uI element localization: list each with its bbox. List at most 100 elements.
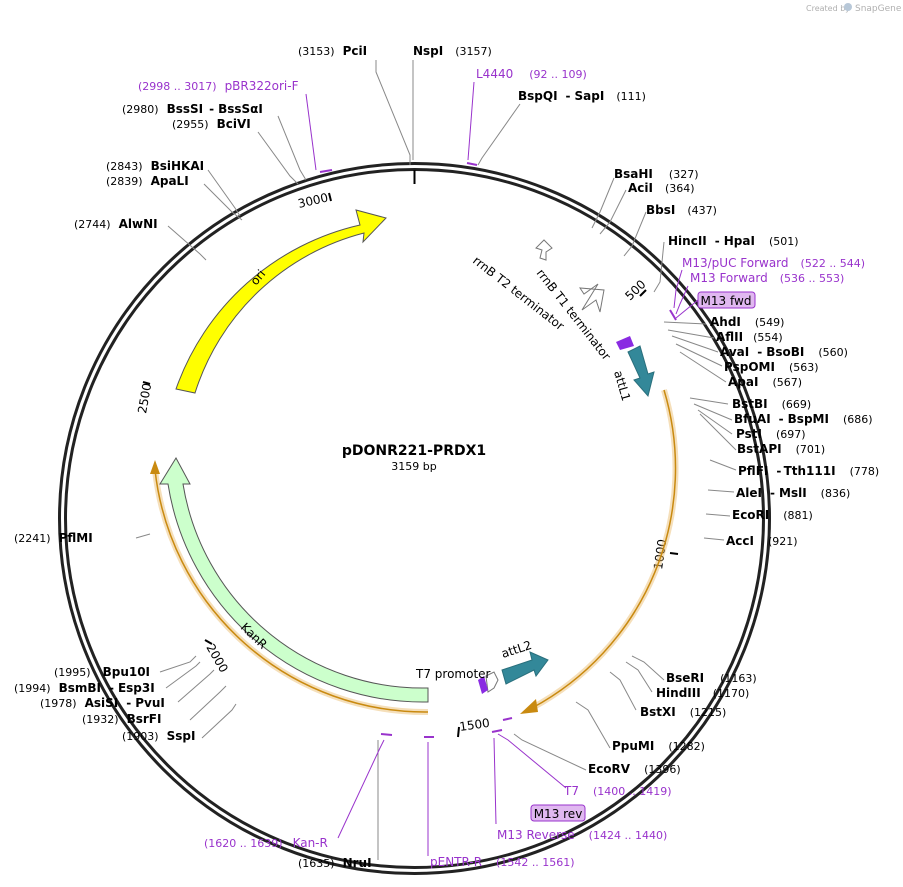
- svg-text:AciI(364): AciI(364): [628, 181, 695, 195]
- enzyme-label-hindiii[interactable]: HindIII(1170): [656, 686, 749, 700]
- svg-text:pENTR-R(1542 .. 1561): pENTR-R(1542 .. 1561): [430, 855, 575, 869]
- enzyme-label-psti[interactable]: PstI(697): [736, 427, 806, 441]
- primer-label-pbr322[interactable]: (2998 .. 3017)pBR322ori-F: [138, 79, 299, 93]
- svg-text:attL1: attL1: [611, 369, 633, 403]
- enzyme-label-bsssi[interactable]: (2980)BssSI-BssSαI: [122, 102, 263, 116]
- enzyme-label-apali[interactable]: (2839)ApaLI: [106, 174, 189, 188]
- tag-m13-rev[interactable]: M13 rev: [530, 804, 586, 822]
- enzyme-label-bstxi[interactable]: BstXI(1215): [640, 705, 726, 719]
- enzyme-label-bspqi[interactable]: BspQI-SapI(111): [518, 89, 646, 103]
- plasmid-name: pDONR221-PRDX1: [342, 443, 486, 459]
- enzyme-label-hincii[interactable]: HincII-HpaI(501): [668, 234, 799, 248]
- attl1-feature[interactable]: attL1: [611, 345, 655, 403]
- svg-text:BseRI(1163): BseRI(1163): [666, 671, 757, 685]
- primer-label-pentr[interactable]: pENTR-R(1542 .. 1561): [430, 855, 575, 869]
- svg-text:M13 rev: M13 rev: [534, 807, 583, 821]
- enzyme-label-avai[interactable]: AvaI-BsoBI(560): [720, 345, 848, 359]
- enzyme-label-pflmi[interactable]: (2241)PflMI: [14, 531, 93, 545]
- svg-text:M13 Forward(536 .. 553): M13 Forward(536 .. 553): [690, 271, 844, 285]
- svg-text:EcoRV(1396): EcoRV(1396): [588, 762, 681, 776]
- enzyme-label-aflii[interactable]: AflII(554): [716, 330, 783, 344]
- primer-label-m13fwd[interactable]: M13 Forward(536 .. 553): [690, 271, 844, 285]
- primer-label-l4440[interactable]: L4440(92 .. 109): [476, 67, 587, 81]
- svg-text:2000: 2000: [203, 642, 230, 675]
- enzyme-label-ecori[interactable]: EcoRI(881): [732, 508, 813, 522]
- enzyme-label-nspi[interactable]: NspI(3157): [413, 44, 492, 58]
- enzyme-label-bstbi[interactable]: BstBI(669): [732, 397, 811, 411]
- enzyme-label-bsihkai[interactable]: (2843)BsiHKAI: [106, 159, 204, 173]
- svg-text:AhdI(549): AhdI(549): [710, 315, 784, 329]
- kanr-feature[interactable]: KanR: [159, 456, 429, 703]
- enzyme-label-ahdi[interactable]: AhdI(549): [710, 315, 784, 329]
- svg-text:attL2: attL2: [500, 638, 534, 661]
- svg-text:EcoRI(881): EcoRI(881): [732, 508, 813, 522]
- enzyme-label-acci[interactable]: AccI(921): [726, 534, 798, 548]
- t7-promoter-feature[interactable]: T7 promoter: [415, 667, 499, 694]
- enzyme-label-asisi[interactable]: (1978)AsiSI-PvuI: [40, 696, 165, 710]
- svg-text:PspOMI(563): PspOMI(563): [724, 360, 819, 374]
- enzyme-label-alwni[interactable]: (2744)AlwNI: [74, 217, 158, 231]
- svg-text:(1620 .. 1639)Kan-R: (1620 .. 1639)Kan-R: [204, 836, 328, 850]
- orf-arc-left: [150, 460, 429, 716]
- enzyme-label-bsmbi[interactable]: (1994)BsmBI-Esp3I: [14, 681, 155, 695]
- svg-text:T7(1400 .. 1419): T7(1400 .. 1419): [563, 784, 672, 798]
- svg-text:(1995)Bpu10I: (1995)Bpu10I: [54, 665, 150, 679]
- svg-text:(3153)PciI: (3153)PciI: [298, 44, 367, 58]
- svg-text:NspI(3157): NspI(3157): [413, 44, 492, 58]
- enzyme-label-apai[interactable]: ApaI(567): [728, 375, 802, 389]
- enzyme-label-ecorv[interactable]: EcoRV(1396): [588, 762, 681, 776]
- enzyme-label-bbsi[interactable]: BbsI(437): [646, 203, 717, 217]
- svg-text:(1932)BsrFI: (1932)BsrFI: [82, 712, 161, 726]
- svg-text:2500: 2500: [135, 382, 154, 415]
- svg-text:(2744)AlwNI: (2744)AlwNI: [74, 217, 158, 231]
- enzyme-label-bseri[interactable]: BseRI(1163): [666, 671, 757, 685]
- enzyme-label-pflfi[interactable]: PflFI-Tth111I(778): [738, 464, 879, 478]
- svg-text:T7 promoter: T7 promoter: [415, 667, 491, 681]
- enzyme-label-nrui[interactable]: (1635)NruI: [298, 856, 372, 870]
- attl2-feature[interactable]: attL2: [500, 638, 549, 685]
- tag-m13-fwd[interactable]: M13 fwd: [697, 291, 756, 309]
- svg-text:BstAPI(701): BstAPI(701): [737, 442, 825, 456]
- svg-text:(1994)BsmBI-Esp3I: (1994)BsmBI-Esp3I: [14, 681, 155, 695]
- svg-text:(2980)BssSI-BssSαI: (2980)BssSI-BssSαI: [122, 102, 263, 116]
- enzyme-label-ppumi[interactable]: PpuMI(1282): [612, 739, 705, 753]
- enzyme-label-acii[interactable]: AciI(364): [628, 181, 695, 195]
- snapgene-logo: SnapGene: [844, 3, 902, 14]
- svg-text:(2955)BciVI: (2955)BciVI: [172, 117, 251, 131]
- svg-text:BspQI-SapI(111): BspQI-SapI(111): [518, 89, 646, 103]
- svg-text:BstBI(669): BstBI(669): [732, 397, 811, 411]
- enzyme-label-bfuai[interactable]: BfuAI-BspMI(686): [734, 412, 873, 426]
- enzyme-label-bstapi[interactable]: BstAPI(701): [737, 442, 825, 456]
- svg-text:ApaI(567): ApaI(567): [728, 375, 802, 389]
- enzyme-label-alei[interactable]: AleI-MslI(836): [736, 486, 850, 500]
- svg-text:BsaHI(327): BsaHI(327): [614, 167, 699, 181]
- primer-label-kanr[interactable]: (1620 .. 1639)Kan-R: [204, 836, 328, 850]
- svg-text:AleI-MslI(836): AleI-MslI(836): [736, 486, 850, 500]
- svg-text:(1978)AsiSI-PvuI: (1978)AsiSI-PvuI: [40, 696, 165, 710]
- tag-m13-fwd-connector: [675, 299, 699, 319]
- enzyme-leader-lines: [135, 60, 737, 860]
- enzyme-label-bsahi[interactable]: BsaHI(327): [614, 167, 699, 181]
- svg-text:500: 500: [622, 277, 648, 303]
- enzyme-label-sspi[interactable]: (1903)SspI: [122, 729, 195, 743]
- ruler-tick-3000: 3000: [297, 190, 332, 211]
- enzyme-label-bsrfi[interactable]: (1932)BsrFI: [82, 712, 161, 726]
- enzyme-label-pcii[interactable]: (3153)PciI: [298, 44, 367, 58]
- enzyme-label-bcivi[interactable]: (2955)BciVI: [172, 117, 251, 131]
- orf-arc-right: [520, 389, 679, 714]
- svg-text:(1635)NruI: (1635)NruI: [298, 856, 372, 870]
- primer-leader-lines: [305, 81, 689, 856]
- ori-feature[interactable]: ori: [175, 209, 387, 394]
- primer-label-m13rev[interactable]: M13 Reverse(1424 .. 1440): [497, 828, 667, 842]
- primer-label-t7[interactable]: T7(1400 .. 1419): [563, 784, 672, 798]
- enzyme-label-psp[interactable]: PspOMI(563): [724, 360, 819, 374]
- primer-label-m13puc[interactable]: M13/pUC Forward(522 .. 544): [682, 256, 865, 270]
- svg-text:(2839)ApaLI: (2839)ApaLI: [106, 174, 189, 188]
- svg-text:(1903)SspI: (1903)SspI: [122, 729, 195, 743]
- svg-text:BfuAI-BspMI(686): BfuAI-BspMI(686): [734, 412, 873, 426]
- svg-text:1500: 1500: [458, 716, 490, 734]
- svg-text:AflII(554): AflII(554): [716, 330, 783, 344]
- enzyme-label-bpu10i[interactable]: (1995)Bpu10I: [54, 665, 150, 679]
- svg-text:3000: 3000: [297, 190, 330, 211]
